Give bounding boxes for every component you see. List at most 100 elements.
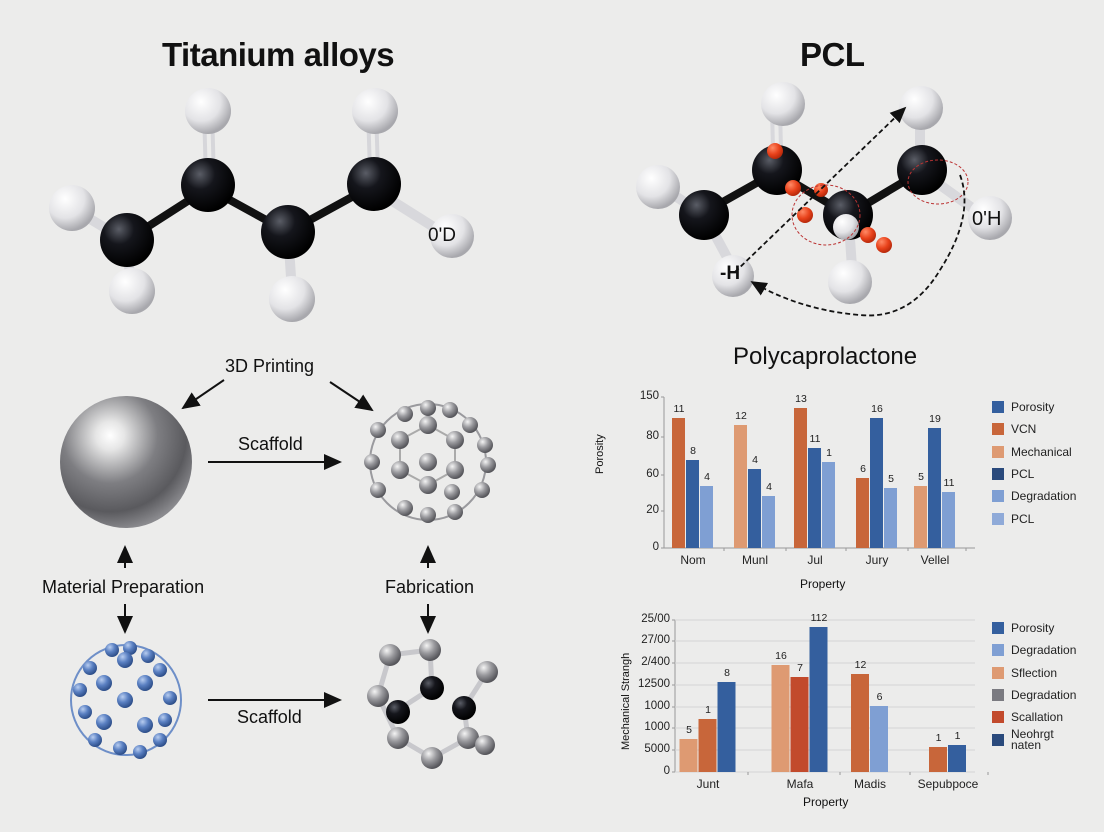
category-label: Mafa bbox=[786, 777, 814, 791]
legend-swatch bbox=[992, 689, 1004, 702]
legend-item: Degradation bbox=[992, 684, 1076, 706]
bar bbox=[698, 719, 717, 772]
legend-item: Sflection bbox=[992, 662, 1076, 684]
bar bbox=[808, 448, 821, 548]
bar-value-label: 1 bbox=[935, 732, 942, 744]
legend-swatch bbox=[992, 622, 1004, 635]
bar-value-label: 1 bbox=[954, 730, 961, 742]
bar bbox=[928, 428, 941, 548]
legend-label: PCL bbox=[1011, 511, 1035, 526]
bar-value-label: 6 bbox=[860, 463, 866, 475]
bar bbox=[851, 674, 869, 772]
bar bbox=[790, 677, 809, 772]
bar-value-label: 12 bbox=[854, 659, 867, 671]
legend-label: Degradation bbox=[1011, 643, 1077, 658]
bar-value-label: 1 bbox=[826, 447, 832, 459]
bar-value-label: 11 bbox=[673, 403, 685, 415]
bar-value-label: 1 bbox=[705, 704, 711, 716]
bar-value-label: 5 bbox=[918, 471, 924, 483]
legend-swatch bbox=[992, 490, 1004, 503]
bar-value-label: 16 bbox=[871, 403, 883, 415]
legend-swatch bbox=[992, 468, 1004, 481]
legend-item: Scallation bbox=[992, 706, 1076, 728]
bar bbox=[822, 462, 835, 548]
polycaprolactone-heading: Polycaprolactone bbox=[733, 343, 918, 370]
legend-item: Mechanical bbox=[992, 441, 1076, 463]
bar bbox=[794, 408, 807, 548]
bar-value-label: 12 bbox=[735, 410, 747, 422]
bar bbox=[870, 706, 888, 772]
category-label: Junt bbox=[696, 777, 720, 791]
legend-label: VCN bbox=[1011, 422, 1037, 437]
legend-label: Sflection bbox=[1011, 665, 1058, 680]
y-tick-label: 1000 bbox=[644, 700, 670, 712]
category-label: Madis bbox=[853, 777, 886, 791]
fabricated-ring-molecule-icon bbox=[367, 639, 498, 769]
titanium-alloys-title: Titanium alloys bbox=[162, 36, 395, 73]
category-label: Munl bbox=[741, 553, 768, 567]
legend-swatch bbox=[992, 666, 1004, 679]
bar-value-label: 6 bbox=[876, 691, 883, 703]
titanium-sphere-icon bbox=[60, 396, 192, 528]
legend-label: Degradation bbox=[1011, 489, 1077, 504]
bar bbox=[929, 747, 947, 772]
y-tick-label: 0 bbox=[652, 541, 659, 553]
fabrication-label: Fabrication bbox=[385, 577, 475, 597]
bar-value-label: 8 bbox=[690, 445, 696, 457]
legend-item: Neohrgt naten bbox=[992, 726, 1076, 752]
legend-item: Porosity bbox=[992, 617, 1076, 639]
bar bbox=[771, 665, 790, 772]
y-tick-label: 60 bbox=[646, 468, 659, 480]
category-label: Jul bbox=[807, 553, 823, 567]
bar bbox=[942, 492, 955, 548]
titanium-o-label: 0'D bbox=[428, 225, 456, 246]
bar bbox=[686, 460, 699, 548]
y-tick-label: 80 bbox=[646, 430, 659, 442]
legend-label: Scallation bbox=[1011, 710, 1064, 725]
legend-swatch bbox=[992, 423, 1004, 436]
bar-value-label: 4 bbox=[704, 471, 710, 483]
3d-printing-label: 3D Printing bbox=[225, 356, 315, 376]
bar bbox=[679, 739, 698, 772]
category-label: Vellel bbox=[920, 553, 950, 567]
bar-value-label: 5 bbox=[888, 473, 894, 485]
legend-label: Porosity bbox=[1011, 400, 1055, 415]
bar bbox=[856, 478, 869, 548]
y-tick-label: 0 bbox=[663, 765, 670, 777]
blue-scaffold-cage-icon bbox=[70, 641, 182, 759]
y-tick-label: 2/400 bbox=[641, 656, 670, 668]
y-tick-label: 12500 bbox=[638, 678, 670, 690]
y-tick-label: 1000 bbox=[644, 721, 670, 733]
bar-value-label: 5 bbox=[686, 724, 692, 736]
bar-value-label: 16 bbox=[775, 650, 787, 662]
chart2-xlabel: Property bbox=[803, 795, 849, 809]
legend-swatch bbox=[992, 512, 1004, 525]
y-tick-label: 27/00 bbox=[641, 634, 670, 646]
legend-swatch bbox=[992, 644, 1004, 657]
bar-value-label: 112 bbox=[810, 612, 828, 624]
chart1-xlabel: Property bbox=[800, 577, 846, 591]
category-label: Nom bbox=[680, 553, 706, 567]
bar bbox=[748, 469, 761, 548]
y-tick-label: 5000 bbox=[644, 743, 670, 755]
bar bbox=[734, 425, 747, 548]
chart2-ylabel: Mechanical Strangh bbox=[620, 652, 632, 750]
legend-label: Degradation bbox=[1011, 688, 1077, 703]
y-tick-label: 20 bbox=[646, 504, 659, 516]
legend-label: PCL bbox=[1011, 467, 1035, 482]
y-tick-label: 25/00 bbox=[641, 613, 670, 625]
legend-item: VCN bbox=[992, 418, 1076, 440]
pcl-title: PCL bbox=[800, 36, 865, 73]
category-label: Sepubpoce bbox=[917, 777, 979, 791]
pcl-h-label: -H bbox=[720, 263, 741, 284]
bar bbox=[700, 486, 713, 548]
legend-label: Neohrgt naten bbox=[1011, 726, 1054, 752]
bar-value-label: 4 bbox=[766, 481, 772, 493]
bar bbox=[948, 745, 966, 772]
legend-label: Mechanical bbox=[1011, 444, 1072, 459]
bar-value-label: 11 bbox=[809, 433, 821, 445]
legend-item: Degradation bbox=[992, 639, 1076, 661]
